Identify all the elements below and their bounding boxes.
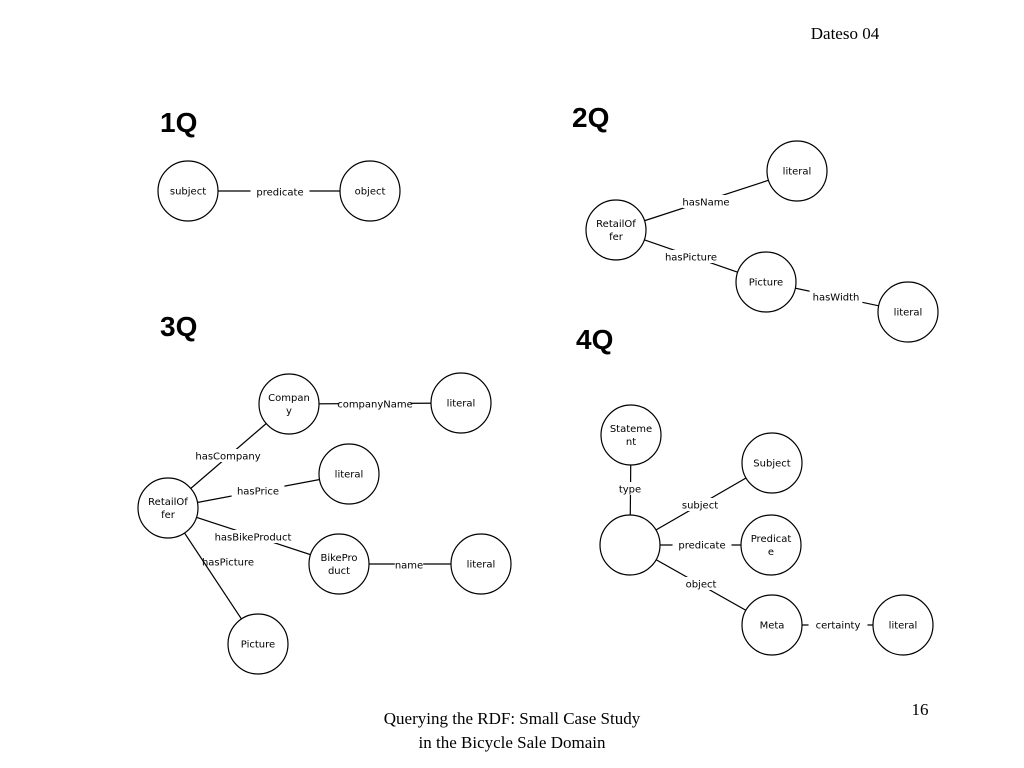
node-q3-literal1: literal — [430, 372, 492, 434]
query-graph-q2: 2Q hasName hasPicture hasWidth RetailOf fer li… — [572, 102, 939, 343]
node-q4-blank — [599, 514, 661, 576]
edge-label-hascompany: hasCompany — [195, 452, 260, 463]
edge-label-type: type — [619, 485, 641, 496]
query-graph-q1: 1Q predicate subject object — [157, 107, 401, 222]
node-label-meta: Meta — [760, 621, 785, 632]
node-q2-literal1: literal — [766, 140, 828, 202]
node-q3-retailoffer: RetailOf fer — [137, 477, 199, 539]
node-q2-picture: Picture — [735, 251, 797, 313]
node-label-literal3: literal — [467, 560, 496, 571]
node-q2-retailoffer: RetailOf fer — [585, 199, 647, 261]
node-label-predicate: Predicat — [751, 534, 792, 545]
node-q4-predicate: Predicat e — [740, 514, 802, 576]
node-q1-subject: subject — [157, 160, 219, 222]
node-q3-picture: Picture — [227, 613, 289, 675]
node-q4-literal: literal — [872, 594, 934, 656]
edge-label-name: name — [395, 561, 423, 572]
node-label-literal1: literal — [447, 399, 476, 410]
node-label-company: y — [286, 406, 292, 417]
node-label-company: Compan — [268, 393, 310, 404]
edge-label-certainty: certainty — [816, 621, 861, 632]
node-label-statement: nt — [626, 437, 636, 448]
query-graph-q4: 4Q type subject predicate object certainty Sta… — [576, 324, 934, 656]
edge-label-predicate: predicate — [678, 541, 725, 552]
node-label-retailoffer: fer — [609, 232, 624, 243]
node-label-retailoffer: RetailOf — [596, 219, 636, 230]
node-label-statement: Stateme — [610, 424, 652, 435]
edge-label-hasname: hasName — [682, 198, 729, 209]
node-q4-subject: Subject — [741, 432, 803, 494]
edge-label-predicate: predicate — [256, 188, 303, 199]
edge-q3-hasprice: hasPrice — [167, 473, 350, 509]
node-label-bikeproduct: BikePro — [320, 553, 357, 564]
node-label-subject: subject — [170, 187, 206, 198]
edge-label-haspicture: hasPicture — [665, 253, 717, 264]
edge-label-subject: subject — [682, 501, 718, 512]
node-q3-literal2: literal — [318, 443, 380, 505]
node-q3-literal3: literal — [450, 533, 512, 595]
edge-q2-hasname: hasName — [615, 170, 798, 231]
slide-header: Dateso 04 — [810, 24, 880, 43]
node-label-bikeproduct: duct — [328, 566, 350, 577]
node-label-retailoffer: RetailOf — [148, 497, 188, 508]
query-title-q3: 3Q — [160, 311, 197, 342]
node-label-literal1: literal — [783, 167, 812, 178]
node-label-subject: Subject — [753, 459, 790, 470]
node-label-picture: Picture — [749, 278, 783, 289]
page-number: 16 — [911, 700, 929, 719]
node-label-literal: literal — [889, 621, 918, 632]
footer-title-line2: in the Bicycle Sale Domain — [418, 733, 606, 752]
query-graph-q3: 3Q hasCompany companyName hasPrice hasBikePr… — [137, 311, 512, 675]
query-title-q1: 1Q — [160, 107, 197, 138]
edge-label-hasbikeproduct: hasBikeProduct — [215, 533, 292, 544]
node-q4-meta: Meta — [741, 594, 803, 656]
query-title-q4: 4Q — [576, 324, 613, 355]
node-q2-literal2: literal — [877, 281, 939, 343]
edge-label-object: object — [686, 580, 717, 591]
node-label-retailoffer: fer — [161, 510, 176, 521]
node-label-object: object — [355, 187, 386, 198]
edge-label-haspicture: hasPicture — [202, 558, 254, 569]
edge-label-haswidth: hasWidth — [813, 293, 860, 304]
node-label-literal2: literal — [894, 308, 923, 319]
node-label-literal2: literal — [335, 470, 364, 481]
node-label-picture: Picture — [241, 640, 275, 651]
node-q3-bikeproduct: BikePro duct — [308, 533, 370, 595]
node-q3-company: Compan y — [258, 373, 320, 435]
slide-footer-title: Querying the RDF: Small Case Study in th… — [300, 707, 724, 755]
node-q4-statement: Stateme nt — [600, 404, 662, 466]
node-q1-object: object — [339, 160, 401, 222]
footer-title-line1: Querying the RDF: Small Case Study — [383, 709, 641, 728]
edge-label-companyname: companyName — [337, 400, 413, 411]
edge-label-hasprice: hasPrice — [237, 487, 279, 498]
node-label-predicate: e — [768, 547, 774, 558]
query-title-q2: 2Q — [572, 102, 609, 133]
